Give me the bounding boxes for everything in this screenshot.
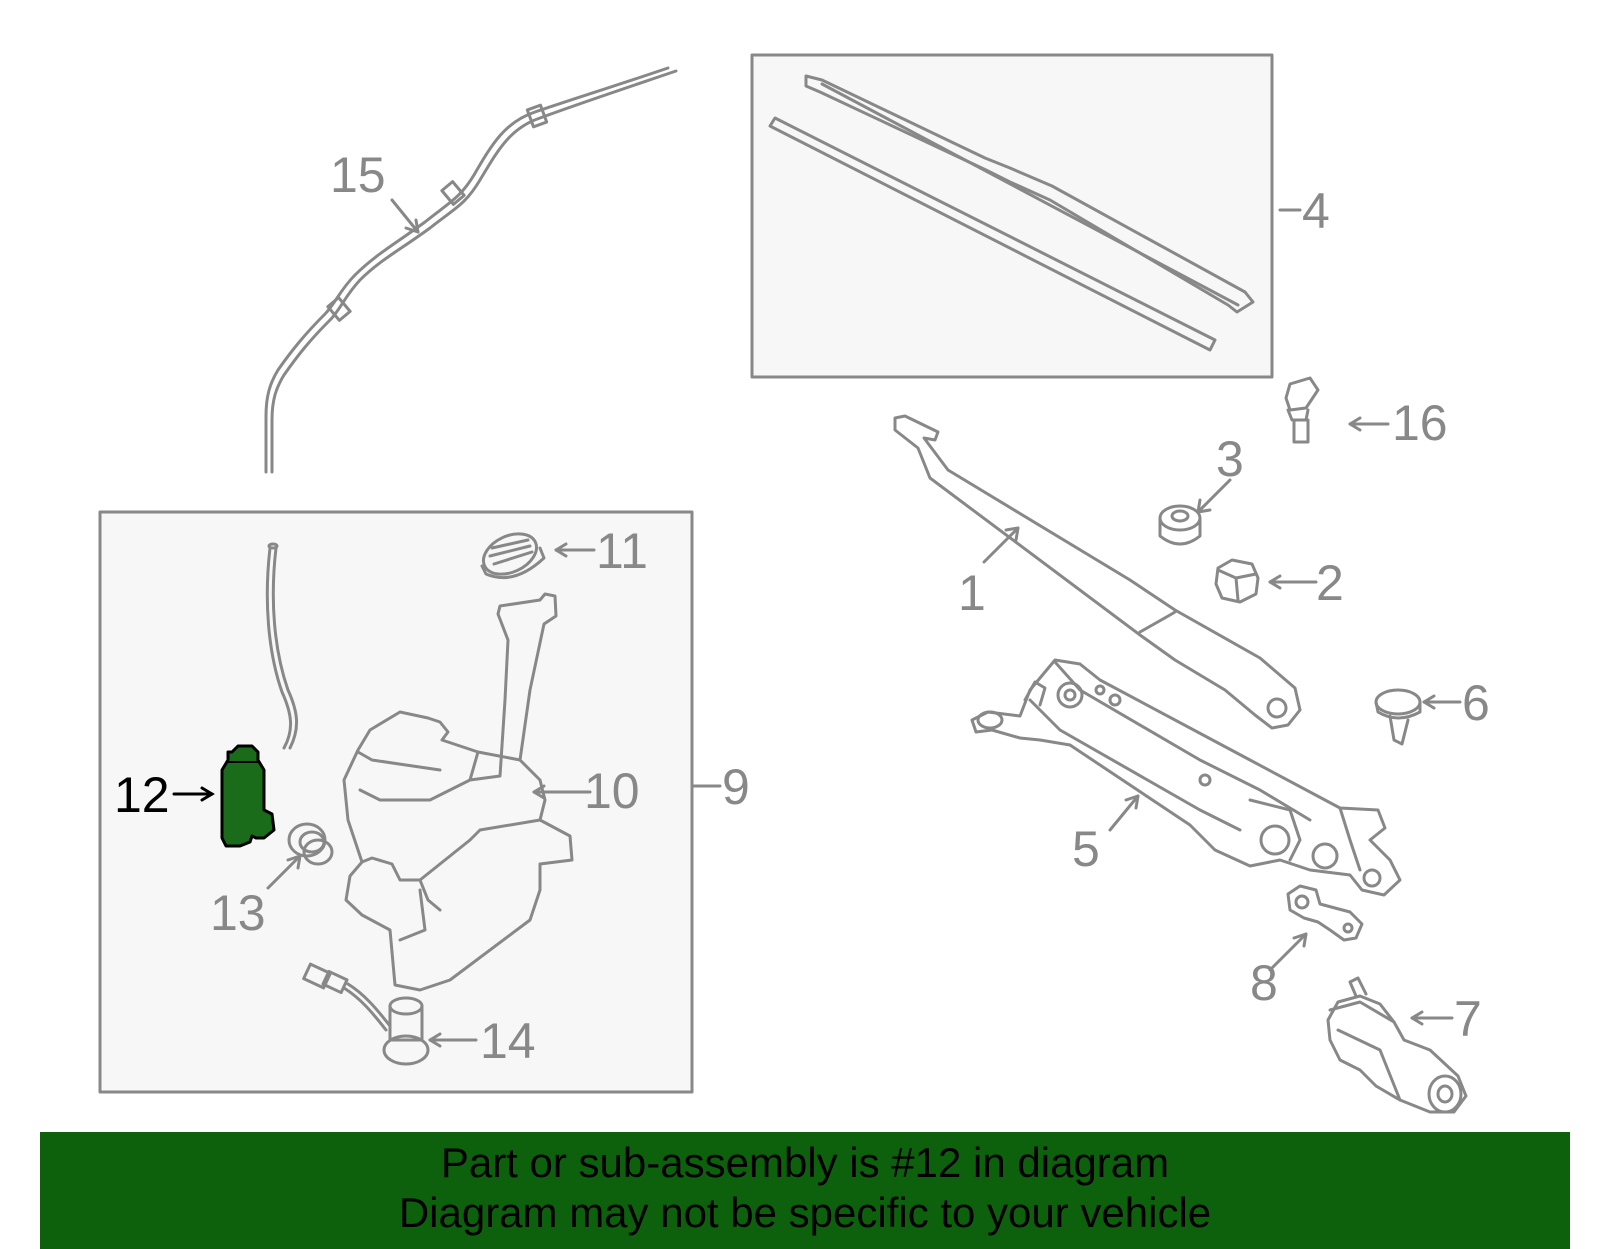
part-5-wiper-linkage bbox=[970, 658, 1402, 897]
callout-3[interactable]: 3 bbox=[1216, 431, 1244, 487]
callout-6[interactable]: 6 bbox=[1462, 675, 1490, 731]
part-1-wiper-arm bbox=[893, 414, 1302, 730]
callout-8[interactable]: 8 bbox=[1250, 955, 1278, 1011]
callout-9[interactable]: 9 bbox=[722, 759, 750, 815]
part-13-grommet bbox=[287, 822, 334, 866]
part-6-bolt bbox=[1374, 688, 1422, 746]
callout-2[interactable]: 2 bbox=[1316, 555, 1344, 611]
part-info-banner: Part or sub-assembly is #12 in diagram D… bbox=[40, 1132, 1570, 1249]
callout-7[interactable]: 7 bbox=[1454, 991, 1482, 1047]
part-2-hex-nut bbox=[1214, 558, 1260, 604]
callout-1[interactable]: 1 bbox=[958, 565, 986, 621]
reservoir-hose bbox=[265, 542, 298, 750]
part-14-level-sensor bbox=[302, 962, 430, 1066]
callout-13[interactable]: 13 bbox=[210, 885, 266, 941]
part-12-washer-pump[interactable] bbox=[220, 744, 276, 848]
part-11-reservoir-cap bbox=[480, 532, 546, 580]
callout-12[interactable]: 12 bbox=[114, 767, 170, 823]
callout-15[interactable]: 15 bbox=[330, 147, 386, 203]
callout-5[interactable]: 5 bbox=[1072, 821, 1100, 877]
wiper-washer-parts-diagram: 1 2 3 4 5 6 7 8 9 10 11 12 13 14 15 16 bbox=[98, 53, 1490, 1114]
part-8-bracket bbox=[1286, 884, 1364, 942]
callout-10[interactable]: 10 bbox=[584, 763, 640, 819]
leader-lines bbox=[266, 198, 1462, 1048]
part-3-nut-cap bbox=[1158, 504, 1202, 546]
banner-disclaimer-line: Diagram may not be specific to your vehi… bbox=[398, 1189, 1212, 1236]
blade-inset-box bbox=[750, 53, 1274, 379]
part-15-washer-hose bbox=[264, 66, 678, 474]
callout-12-arrow bbox=[172, 786, 215, 802]
part-10-washer-reservoir bbox=[342, 592, 574, 992]
banner-part-line: Part or sub-assembly is #12 in diagram bbox=[440, 1139, 1170, 1186]
callout-4[interactable]: 4 bbox=[1302, 183, 1330, 239]
part-16-washer-nozzle bbox=[1284, 376, 1320, 444]
callout-14[interactable]: 14 bbox=[480, 1013, 536, 1069]
part-7-wiper-motor bbox=[1326, 976, 1468, 1114]
callout-16[interactable]: 16 bbox=[1392, 395, 1448, 451]
reservoir-kit-box bbox=[98, 510, 694, 1094]
callout-11[interactable]: 11 bbox=[596, 523, 648, 579]
part-4-wiper-blade bbox=[768, 74, 1255, 352]
